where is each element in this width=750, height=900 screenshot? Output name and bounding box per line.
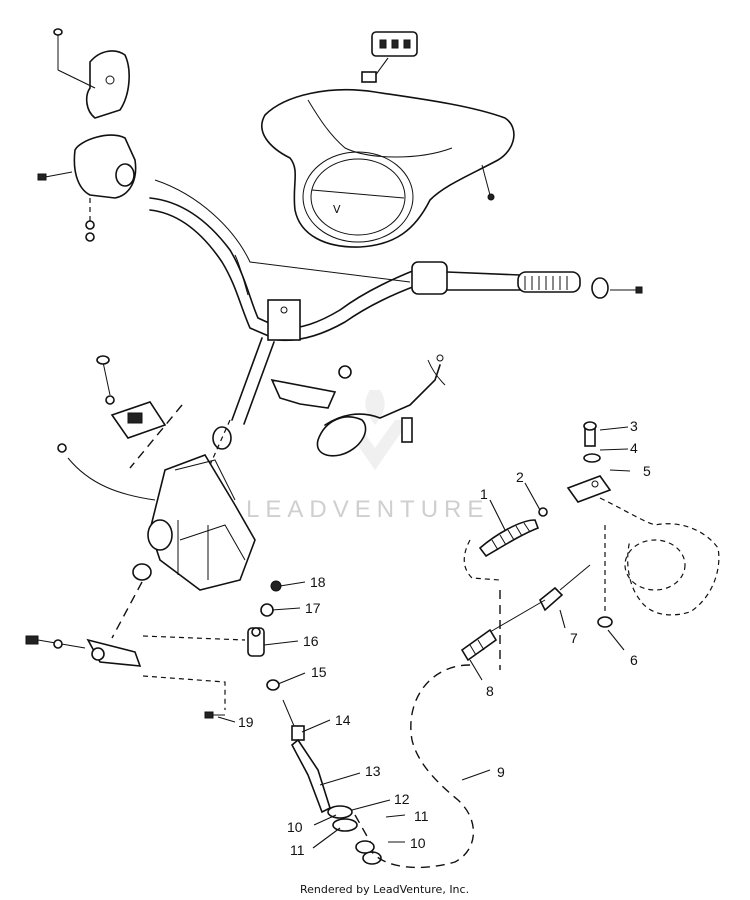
lower-linkage bbox=[25, 635, 246, 719]
callout-13: 13 bbox=[365, 763, 381, 779]
callout-4: 4 bbox=[630, 440, 638, 456]
callout-11-b: 11 bbox=[414, 808, 429, 824]
callout-9: 9 bbox=[497, 764, 505, 780]
callout-8: 8 bbox=[486, 683, 494, 699]
throttle-cable bbox=[247, 580, 382, 865]
callout-14: 14 bbox=[335, 712, 351, 728]
choke-assembly bbox=[371, 421, 720, 869]
callout-11-a: 11 bbox=[290, 842, 305, 858]
callout-6: 6 bbox=[630, 652, 638, 668]
callout-7: 7 bbox=[570, 630, 578, 646]
callout-3: 3 bbox=[630, 418, 638, 434]
svg-text:V: V bbox=[333, 203, 341, 216]
callout-18: 18 bbox=[310, 574, 326, 590]
callout-10-b: 10 bbox=[410, 835, 426, 851]
callout-2: 2 bbox=[516, 469, 524, 485]
callout-leaders bbox=[217, 426, 631, 849]
handlebar bbox=[149, 179, 643, 342]
callout-5: 5 bbox=[643, 463, 651, 479]
callout-1: 1 bbox=[480, 486, 488, 502]
steering-post bbox=[209, 337, 275, 466]
steering-block bbox=[57, 355, 256, 639]
callout-12: 12 bbox=[394, 791, 410, 807]
callout-17: 17 bbox=[305, 600, 321, 616]
watermark-text: LEADVENTURE bbox=[246, 496, 489, 523]
throttle-bracket bbox=[37, 28, 137, 242]
callout-labels: 1 2 3 4 5 6 7 8 9 10 11 12 13 14 15 16 1… bbox=[238, 418, 651, 858]
headlight-pod: V bbox=[261, 31, 515, 248]
callout-15: 15 bbox=[311, 664, 327, 680]
callout-10-a: 10 bbox=[287, 819, 303, 835]
callout-16: 16 bbox=[303, 633, 319, 649]
tether-switch bbox=[270, 354, 446, 457]
callout-19: 19 bbox=[238, 714, 254, 730]
credit-line: Rendered by LeadVenture, Inc. bbox=[300, 883, 469, 896]
